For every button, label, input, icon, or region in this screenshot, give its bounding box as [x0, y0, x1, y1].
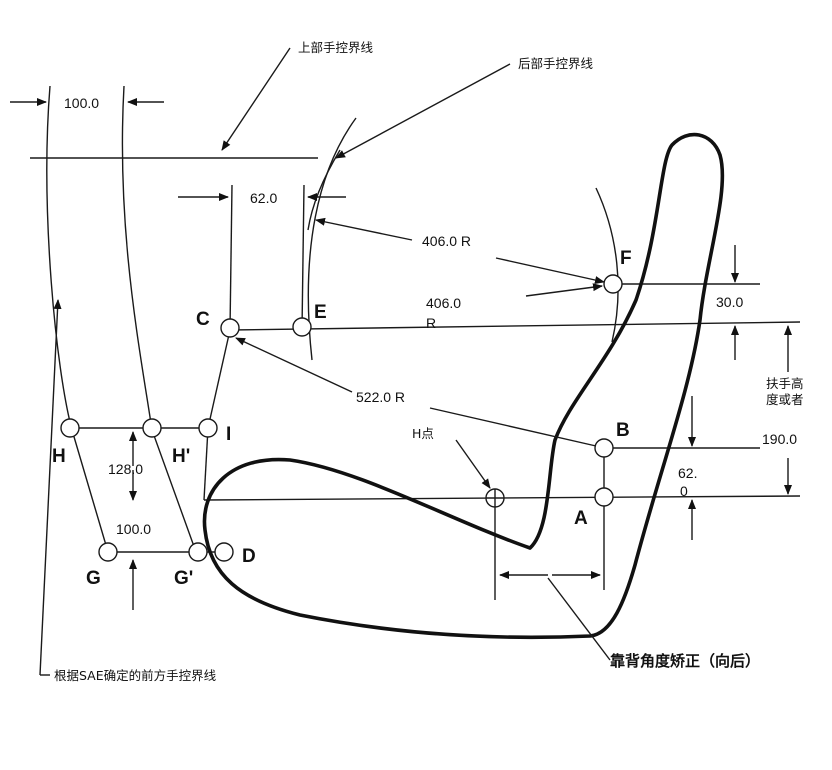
dim-radius-c-2: R — [426, 315, 436, 331]
front-limit-curve-outer — [46, 85, 109, 553]
dim-radius-e: 406.0 R — [422, 233, 471, 249]
i-to-d-line — [203, 427, 209, 501]
point-h — [60, 418, 80, 438]
dim-ab-2: 0 — [680, 483, 688, 499]
e-vertical-line — [301, 184, 305, 331]
point-e — [292, 317, 312, 337]
annotations: 上部手控界线 后部手控界线 扶手高 度或者 H点 靠背角度矫正（向后） 根据SA… — [54, 40, 804, 683]
seatback-correction-label: 靠背角度矫正（向后） — [610, 652, 760, 670]
rear-limit-arc — [307, 117, 357, 361]
h-point-label: H点 — [412, 426, 434, 441]
dim-radius-b: 522.0 R — [356, 389, 405, 405]
point-g — [98, 542, 118, 562]
point-g-prime — [188, 542, 208, 562]
label-g: G — [86, 568, 101, 589]
dimension-labels: 100.0 62.0 406.0 R 406.0 R 522.0 R 30.0 … — [64, 95, 797, 537]
dim-arrow-f-left — [525, 283, 603, 297]
label-a: A — [574, 508, 588, 529]
armrest-label-2: 度或者 — [766, 392, 804, 407]
dim-top-width: 100.0 — [64, 95, 99, 111]
e-upper-arc — [307, 149, 341, 231]
point-markers — [60, 274, 623, 562]
label-d: D — [242, 546, 256, 567]
point-i — [198, 418, 218, 438]
rear-limit-label: 后部手控界线 — [518, 56, 594, 71]
dim-arrow-522-c — [235, 337, 353, 393]
label-h-prime: H' — [172, 446, 190, 467]
label-h: H — [52, 446, 66, 467]
label-arrow-hpoint — [455, 439, 491, 489]
label-f: F — [620, 248, 632, 269]
label-arrow-rear — [335, 63, 511, 159]
point-h-prime — [142, 418, 162, 438]
point-c — [220, 318, 240, 338]
armrest-label-1: 扶手高 — [766, 376, 804, 391]
front-limit-curve-inner — [121, 85, 197, 553]
dim-h-height: 128.0 — [108, 461, 143, 477]
point-labels: C E F B A H H' I G G' D — [52, 248, 632, 589]
construction-lines — [30, 85, 801, 600]
c-horizontal-line — [229, 321, 801, 331]
point-b — [594, 438, 614, 458]
c-to-i-line — [207, 329, 231, 429]
dim-ce-offset: 62.0 — [250, 190, 277, 206]
dim-radius-c-1: 406.0 — [426, 295, 461, 311]
label-arrow-upper — [221, 47, 291, 151]
label-i: I — [226, 424, 231, 445]
f-arc — [595, 187, 619, 343]
front-limit-leader-v — [39, 299, 62, 676]
label-e: E — [314, 302, 327, 323]
c-vertical-line — [229, 184, 233, 331]
seat-profile-outline — [202, 132, 725, 640]
dim-a-to-top: 190.0 — [762, 431, 797, 447]
seatback-leader — [547, 577, 611, 661]
dim-ab-1: 62. — [678, 465, 697, 481]
dim-arrow-406-e — [315, 217, 413, 241]
dim-arrow-522-b — [429, 407, 597, 447]
point-a — [594, 487, 614, 507]
label-b: B — [616, 420, 630, 441]
dim-f-offset: 30.0 — [716, 294, 743, 310]
label-c: C — [196, 309, 210, 330]
upper-limit-label: 上部手控界线 — [298, 40, 374, 55]
point-f — [603, 274, 623, 294]
front-limit-label: 根据SAE确定的前方手控界线 — [54, 668, 217, 683]
dim-arrow-406-f — [495, 257, 605, 284]
label-g-prime: G' — [174, 568, 193, 589]
dim-g-width: 100.0 — [116, 521, 151, 537]
dimension-arrows — [10, 47, 792, 676]
point-d — [214, 542, 234, 562]
